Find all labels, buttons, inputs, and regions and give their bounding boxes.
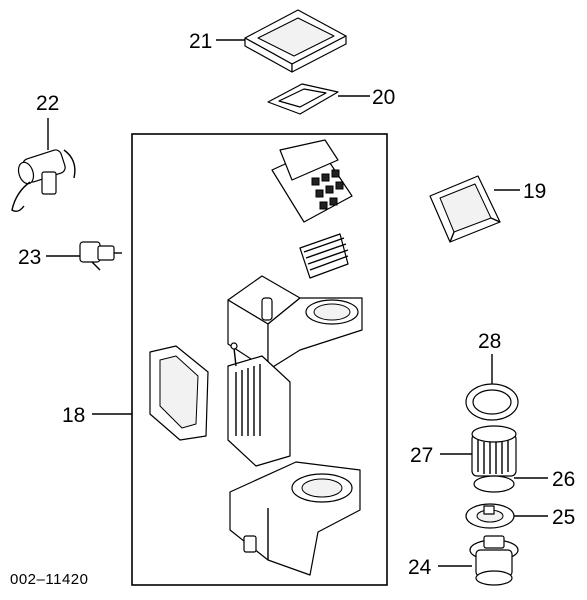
callout-24: 24 [408, 556, 432, 579]
part-25-clip [465, 503, 515, 529]
part-lower-housing [229, 461, 361, 576]
callout-19: 19 [523, 180, 546, 203]
assembly-frame [131, 133, 388, 586]
callout-28: 28 [478, 330, 501, 353]
callout-20: 20 [372, 86, 395, 109]
part-22-actuator [11, 118, 76, 213]
callout-27: 27 [410, 444, 433, 467]
callout-25: 25 [552, 506, 575, 529]
part-upper-housing [227, 275, 363, 371]
part-gasket-frame [149, 345, 209, 441]
callout-18: 18 [62, 404, 85, 427]
callout-26: 26 [552, 468, 575, 491]
part-21-duct [244, 9, 347, 73]
part-27-blower-motor [471, 425, 517, 493]
part-20-gasket [267, 83, 339, 115]
part-19-frame [429, 175, 501, 243]
callout-21: 21 [189, 30, 212, 53]
part-damper-door [271, 139, 353, 223]
figure-id: 002–11420 [10, 571, 88, 588]
part-evaporator-core [227, 342, 291, 467]
part-small-filter [299, 233, 349, 279]
part-28-seal [465, 383, 519, 421]
callout-22: 22 [36, 92, 59, 115]
part-24-adapter [469, 535, 519, 586]
part-23-sensor [79, 241, 122, 271]
callout-23: 23 [18, 246, 41, 269]
